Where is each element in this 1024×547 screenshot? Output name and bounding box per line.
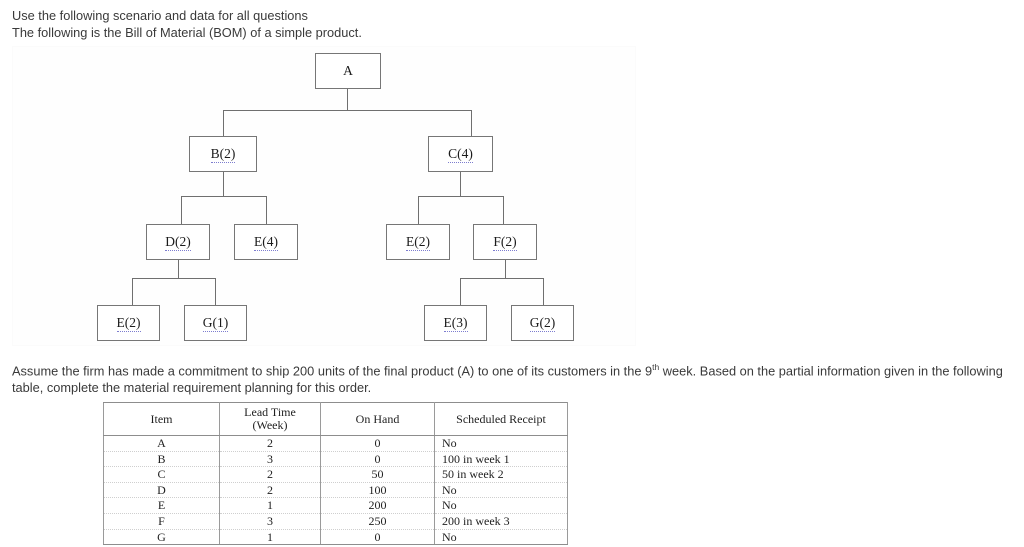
bom-node-d: D(2)	[146, 224, 210, 260]
bom-node-c: C(4)	[428, 136, 493, 172]
connector-bus-under-f	[460, 278, 544, 280]
table-header-row: Item Lead Time (Week) On Hand Scheduled …	[103, 402, 568, 436]
cell-item: E	[103, 497, 220, 514]
connector-bus-to-g-right	[543, 278, 545, 305]
bom-node-e-leaf-right-label: E(3)	[443, 314, 468, 332]
cell-lead-time: 2	[219, 435, 321, 452]
bom-node-g-leaf-left-label: G(1)	[202, 314, 229, 332]
bom-node-g-leaf-right-label: G(2)	[529, 314, 556, 332]
connector-bus-level1	[223, 110, 472, 112]
lead-time-line-1: Lead Time	[244, 405, 296, 419]
connector-bus-to-g-left	[215, 278, 217, 305]
connector-b-down	[223, 172, 225, 197]
connector-bus-under-c	[418, 196, 504, 198]
bom-node-g-leaf-left: G(1)	[184, 305, 247, 341]
cell-scheduled-receipt: No	[434, 482, 568, 499]
bom-node-f: F(2)	[473, 224, 537, 260]
bom-node-b: B(2)	[189, 136, 257, 172]
ordinal-suffix: th	[652, 362, 660, 372]
connector-bus-to-f	[503, 196, 505, 224]
cell-item: B	[103, 451, 220, 468]
bom-node-a-label: A	[343, 63, 353, 78]
intro-line-1: Use the following scenario and data for …	[12, 8, 308, 23]
cell-on-hand: 200	[320, 497, 435, 514]
bom-node-e2-label: E(2)	[406, 233, 430, 251]
connector-d-down	[178, 260, 180, 279]
cell-item: G	[103, 529, 220, 546]
cell-scheduled-receipt: No	[434, 497, 568, 514]
cell-lead-time: 1	[219, 529, 321, 546]
cell-scheduled-receipt: 50 in week 2	[434, 466, 568, 483]
cell-lead-time: 3	[219, 513, 321, 530]
bom-node-c-label: C(4)	[448, 145, 473, 163]
cell-scheduled-receipt: 200 in week 3	[434, 513, 568, 530]
bom-node-b-label: B(2)	[210, 145, 236, 163]
connector-bus-to-b	[223, 110, 225, 137]
connector-bus-to-e-left	[132, 278, 134, 305]
bom-node-e-leaf-left-label: E(2)	[116, 314, 141, 332]
bom-node-g-leaf-right: G(2)	[511, 305, 574, 341]
bom-node-d-label: D(2)	[165, 233, 191, 251]
column-header-scheduled-receipt: Scheduled Receipt	[434, 402, 568, 436]
intro-text: Use the following scenario and data for …	[12, 7, 1012, 41]
connector-bus-to-d	[181, 196, 183, 224]
cell-on-hand: 0	[320, 451, 435, 468]
bom-node-a: A	[315, 53, 381, 89]
connector-a-down	[347, 89, 349, 111]
cell-on-hand: 50	[320, 466, 435, 483]
cell-lead-time: 2	[219, 466, 321, 483]
connector-bus-to-e4	[266, 196, 268, 224]
paragraph-part-1: Assume the firm has made a commitment to…	[12, 363, 653, 379]
column-header-item: Item	[103, 402, 220, 436]
table-header: Item Lead Time (Week) On Hand Scheduled …	[103, 402, 568, 436]
cell-scheduled-receipt: No	[434, 435, 568, 452]
cell-lead-time: 1	[219, 497, 321, 514]
cell-on-hand: 0	[320, 435, 435, 452]
cell-scheduled-receipt: No	[434, 529, 568, 546]
cell-lead-time: 3	[219, 451, 321, 468]
cell-item: C	[103, 466, 220, 483]
connector-bus-to-c	[471, 110, 473, 137]
bom-node-e-leaf-left: E(2)	[97, 305, 160, 341]
intro-line-2: The following is the Bill of Material (B…	[12, 25, 362, 40]
connector-bus-under-b	[181, 196, 267, 198]
scenario-paragraph: Assume the firm has made a commitment to…	[12, 359, 1017, 396]
cell-item: F	[103, 513, 220, 530]
cell-item: D	[103, 482, 220, 499]
column-header-on-hand: On Hand	[320, 402, 435, 436]
connector-f-down	[505, 260, 507, 279]
mrp-data-table-wrapper: Item Lead Time (Week) On Hand Scheduled …	[103, 402, 568, 546]
cell-lead-time: 2	[219, 482, 321, 499]
cell-scheduled-receipt: 100 in week 1	[434, 451, 568, 468]
bom-node-e-leaf-right: E(3)	[424, 305, 487, 341]
cell-on-hand: 100	[320, 482, 435, 499]
connector-c-down	[460, 172, 462, 197]
connector-bus-to-e2	[418, 196, 420, 224]
connector-bus-to-e-right	[460, 278, 462, 305]
lead-time-line-2: (Week)	[252, 418, 288, 432]
mrp-data-table: Item Lead Time (Week) On Hand Scheduled …	[103, 402, 568, 546]
bom-diagram: A B(2) C(4) D(2) E(4) E(2) F(2) E(2)	[12, 46, 636, 346]
cell-item: A	[103, 435, 220, 452]
bom-node-e4-label: E(4)	[254, 233, 278, 251]
connector-bus-under-d	[132, 278, 216, 280]
cell-on-hand: 0	[320, 529, 435, 546]
bom-node-e4: E(4)	[234, 224, 298, 260]
bom-node-f-label: F(2)	[493, 233, 517, 251]
cell-on-hand: 250	[320, 513, 435, 530]
bom-node-e2: E(2)	[386, 224, 450, 260]
paragraph-part-2: week. Based on the partial information g…	[12, 363, 1003, 396]
column-header-lead-time: Lead Time (Week)	[219, 402, 321, 436]
